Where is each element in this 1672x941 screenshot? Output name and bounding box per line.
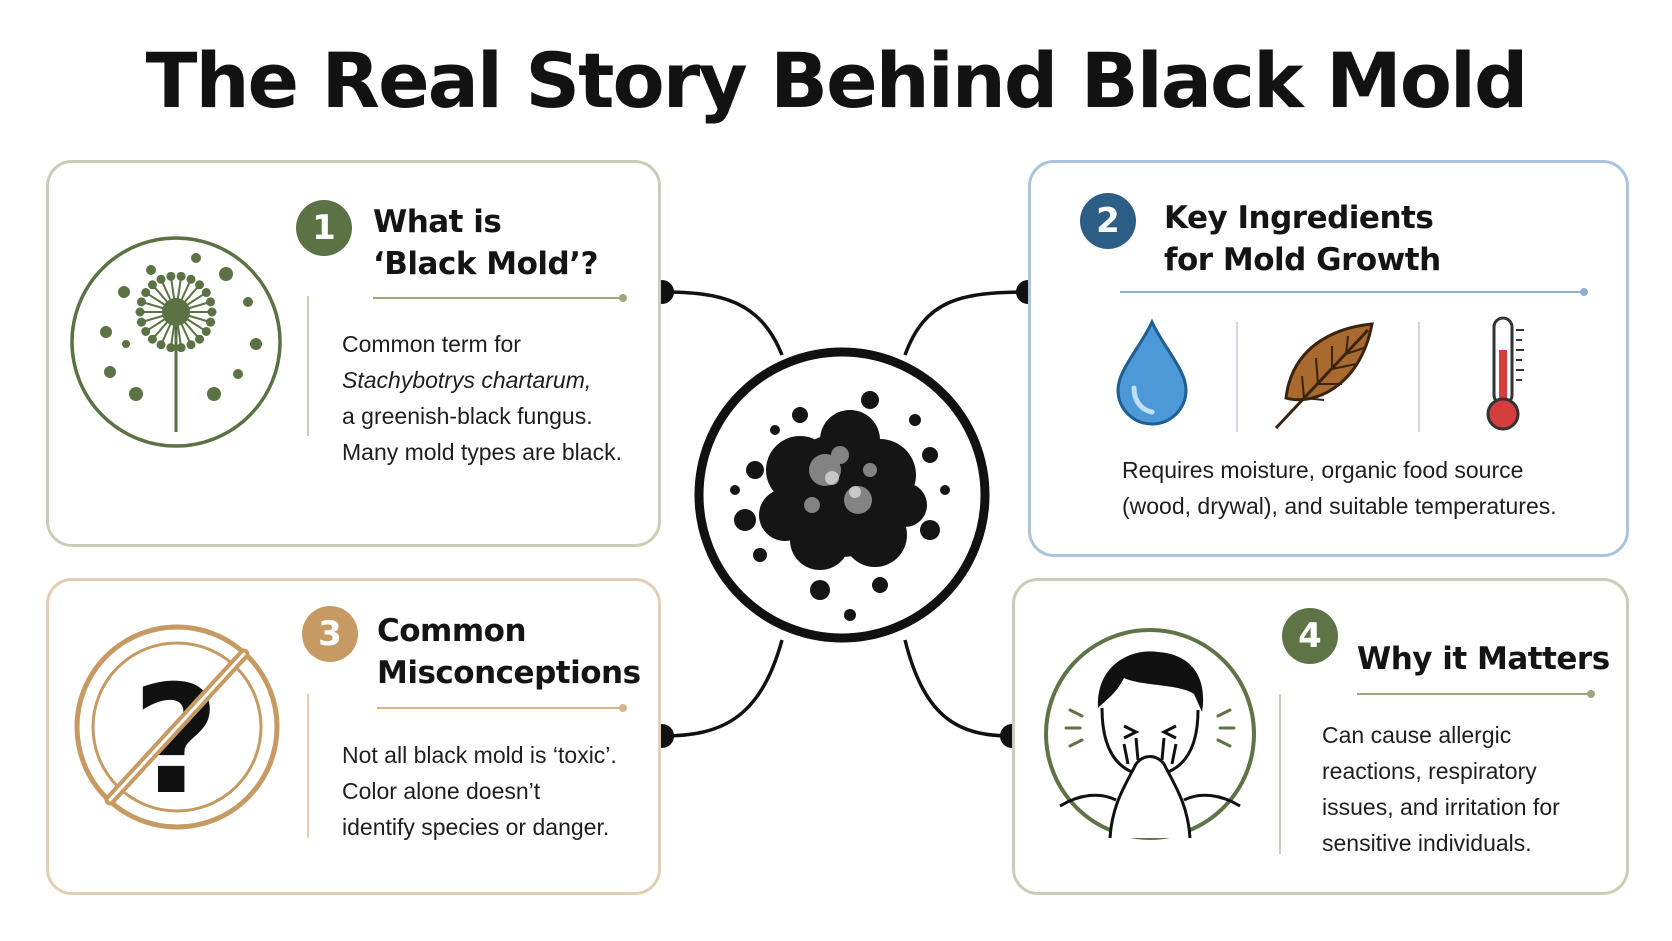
card-4-body-line-1: Can cause allergic [1322, 722, 1512, 748]
dandelion-ray [160, 311, 177, 346]
dandelion-ray [151, 284, 177, 313]
dandelion-ray [141, 311, 177, 324]
card-1-body-line-1: Common term for [342, 331, 521, 357]
ingredients-divider-1 [1236, 322, 1238, 432]
connector-1 [661, 290, 784, 356]
dandelion-ray [169, 276, 177, 313]
card-2-body-line-2: (wood, drywal), and suitable temperature… [1122, 493, 1557, 519]
dandelion-ray [145, 291, 177, 313]
dandelion-ray [175, 300, 211, 313]
badge-2: 2 [1080, 193, 1136, 249]
dandelion-seed [206, 297, 216, 307]
dandelion-seed [195, 280, 205, 290]
thermometer-icon [1486, 316, 1524, 431]
water-drop-icon [1116, 318, 1188, 426]
dandelion-seed [207, 307, 217, 317]
card-3-body-line-2: Color alone doesn’t [342, 778, 541, 804]
dandelion-ray [175, 276, 183, 313]
badge-4: 4 [1282, 608, 1338, 664]
dandelion-seed [166, 271, 176, 281]
dandelion-spore-icon [70, 236, 282, 448]
card-1-heading-line-2: ‘Black Mold’? [373, 246, 598, 282]
page-title: The Real Story Behind Black Mold [145, 36, 1529, 125]
dandelion-ray [175, 278, 192, 313]
dandelion-ray [160, 278, 177, 313]
card-1-body-line-2: Stachybotrys chartarum, [342, 367, 592, 393]
dandelion-ray [175, 291, 207, 313]
dandelion-seed [201, 326, 211, 336]
dandelion-ray [175, 311, 211, 324]
card-2-heading-line-2: for Mold Growth [1164, 242, 1441, 278]
dandelion-seed [141, 326, 151, 336]
dandelion-seed [166, 343, 176, 353]
black-mold-splotch-icon [694, 347, 990, 643]
card-1-heading: What is ‘Black Mold’? [373, 201, 598, 285]
dandelion-seed [195, 334, 205, 344]
card-4-divider [1279, 694, 1281, 854]
dandelion-ray [175, 311, 201, 340]
card-what-is-black-mold [46, 160, 661, 547]
card-1-heading-line-1: What is [373, 204, 502, 240]
card-4-body-line-4: sensitive individuals. [1322, 830, 1532, 856]
dandelion-seed [176, 343, 186, 353]
card-1-body: Common term for Stachybotrys chartarum, … [342, 326, 622, 470]
dandelion-ray [175, 284, 201, 313]
dandelion-seed [176, 271, 186, 281]
card-3-body: Not all black mold is ‘toxic’. Color alo… [342, 737, 617, 845]
card-4-heading-line-1: Why it Matters [1357, 641, 1610, 677]
card-4-body-line-2: reactions, respiratory [1322, 758, 1537, 784]
dandelion-seed [147, 280, 157, 290]
dandelion-ray [175, 311, 183, 348]
connector-2 [903, 290, 1029, 356]
dandelion-seed [147, 334, 157, 344]
badge-1: 1 [296, 200, 352, 256]
connector-4 [903, 639, 1013, 738]
dandelion-seed [201, 288, 211, 298]
badge-3: 3 [302, 606, 358, 662]
dandelion-seed [135, 307, 145, 317]
dandelion-ray [169, 311, 177, 348]
dandelion-seed [156, 274, 166, 284]
leaf-icon [1274, 322, 1374, 430]
card-4-body-line-3: issues, and irritation for [1322, 794, 1560, 820]
card-1-body-line-4: Many mold types are black. [342, 439, 622, 465]
card-3-heading-line-1: Common [377, 613, 527, 649]
dandelion-seed [186, 340, 196, 350]
card-3-body-line-1: Not all black mold is ‘toxic’. [342, 742, 617, 768]
card-2-heading: Key Ingredients for Mold Growth [1164, 197, 1441, 281]
card-4-body: Can cause allergic reactions, respirator… [1322, 717, 1560, 861]
card-2-body: Requires moisture, organic food source (… [1122, 452, 1557, 524]
dandelion-seed [136, 317, 146, 327]
dandelion-ray [145, 311, 177, 333]
card-1-rule [373, 294, 627, 302]
card-4-heading: Why it Matters [1357, 638, 1610, 680]
card-3-heading-line-2: Misconceptions [377, 655, 641, 691]
ingredients-divider-2 [1418, 322, 1420, 432]
dandelion-seed [156, 340, 166, 350]
card-2-heading-line-1: Key Ingredients [1164, 200, 1434, 236]
card-1-body-line-3: a greenish-black fungus. [342, 403, 593, 429]
dandelion-ray [141, 300, 177, 313]
dandelion-seed [186, 274, 196, 284]
card-3-body-line-3: identify species or danger. [342, 814, 610, 840]
card-3-divider [307, 694, 309, 838]
card-2-rule [1120, 288, 1588, 296]
card-2-body-line-1: Requires moisture, organic food source [1122, 457, 1524, 483]
card-3-rule [377, 704, 627, 712]
dandelion-ray [175, 311, 192, 346]
card-4-rule [1357, 690, 1595, 698]
dandelion-seed [141, 288, 151, 298]
dandelion-seed [206, 317, 216, 327]
svg-text:?: ? [132, 654, 219, 828]
sneezing-person-icon [1044, 628, 1256, 840]
dandelion-ray [151, 311, 177, 340]
dandelion-seed [136, 297, 146, 307]
connector-3 [661, 639, 784, 738]
card-3-heading: Common Misconceptions [377, 610, 641, 694]
question-mark-prohibited-icon: ? [74, 624, 280, 830]
card-1-divider [307, 296, 309, 436]
dandelion-ray [175, 311, 207, 333]
